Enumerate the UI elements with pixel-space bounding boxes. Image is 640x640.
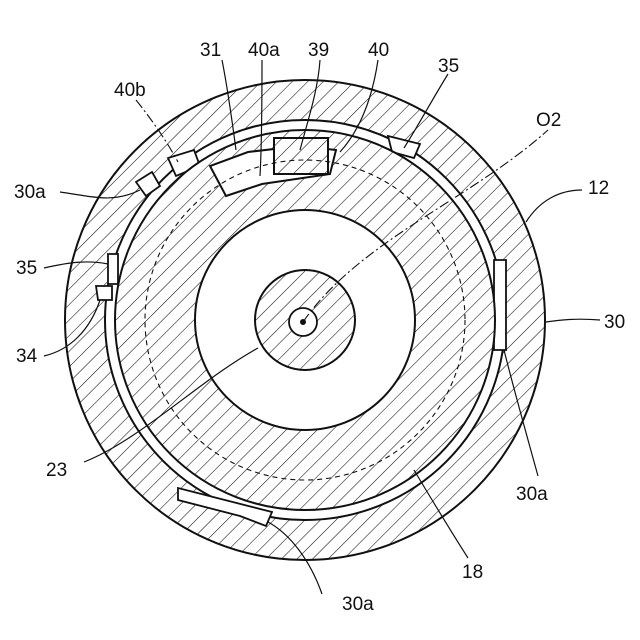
label-30a-left: 30a: [14, 182, 46, 203]
label-40a: 40a: [248, 40, 280, 61]
label-35-left: 35: [16, 258, 37, 279]
label-31: 31: [200, 40, 221, 61]
label-O2: O2: [536, 110, 561, 131]
key-39: [274, 138, 328, 174]
label-18: 18: [462, 562, 483, 583]
label-40: 40: [368, 40, 389, 61]
label-30a-bottom: 30a: [342, 594, 374, 615]
label-30a-right: 30a: [516, 484, 548, 505]
notch-left-34: [96, 286, 112, 300]
label-34: 34: [16, 346, 38, 367]
label-39: 39: [308, 40, 329, 61]
notch-right-30a: [494, 260, 506, 350]
label-35-top: 35: [438, 56, 459, 77]
label-40b: 40b: [114, 80, 146, 101]
label-12: 12: [588, 178, 609, 199]
label-30: 30: [604, 312, 625, 333]
leader-30: [546, 319, 600, 322]
label-23: 23: [46, 460, 67, 481]
leader-12: [526, 190, 582, 222]
notch-left-35: [108, 254, 118, 284]
